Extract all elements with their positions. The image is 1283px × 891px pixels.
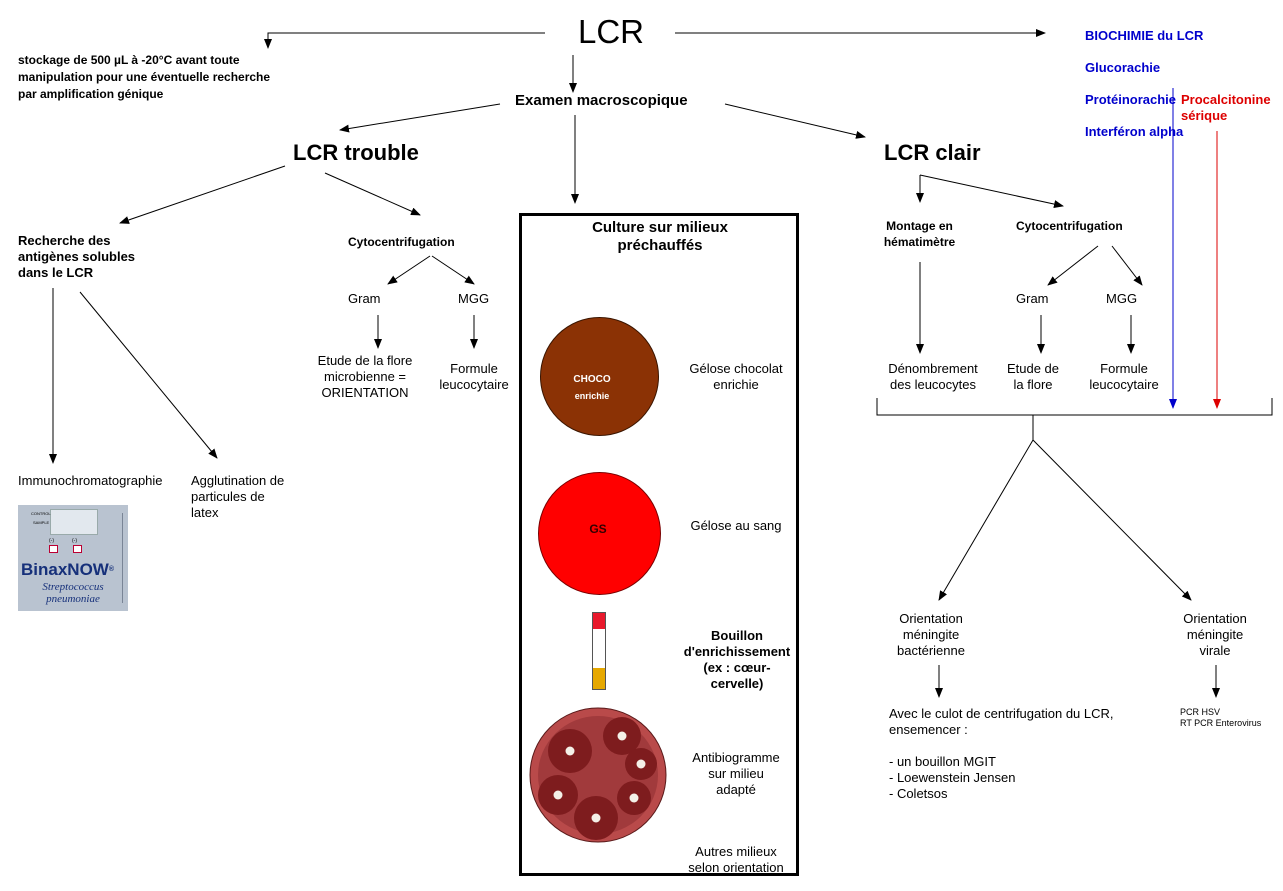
bouillon: Bouillon d'enrichissement (ex : cœur- ce… [683, 628, 791, 691]
binax-brand-row: BinaxNOW® [21, 560, 114, 579]
flore-trouble: Etude de la flore microbienne = ORIENTAT… [317, 353, 413, 400]
culot-instructions: Avec le culot de centrifugation du LCR, … [889, 706, 1114, 801]
bracket [876, 398, 1273, 416]
culture-title: Culture sur milieux préchauffés [592, 219, 728, 254]
binaxnow-test-image: CONTROL SAMPLE (-) (-) BinaxNOW® Strepto… [18, 505, 128, 611]
choco-label: CHOCO [573, 374, 611, 385]
immuno: Immunochromatographie [18, 473, 163, 488]
mgg-trouble: MGG [458, 291, 490, 306]
binax-well-right [73, 545, 82, 553]
arrow-to-cyto-clair [919, 174, 1064, 209]
arrow-to-mgg-trouble [431, 255, 475, 285]
pcr-tests: PCR HSV RT PCR Enterovirus [1180, 707, 1262, 728]
macro-exam: Examen macroscopique [515, 92, 688, 109]
flore-clair: Etude de la flore [1006, 361, 1060, 392]
title-clair: LCR clair [884, 140, 981, 165]
procalcitonine: Procalcitonine sérique [1181, 92, 1271, 123]
denombrement: Dénombrement des leucocytes [888, 361, 978, 392]
broth-tube-liquid [593, 668, 605, 689]
broth-tube-cap [593, 613, 605, 629]
arrow-to-gram-trouble [387, 255, 431, 285]
arrow-to-clair [724, 103, 866, 139]
autres: Autres milieux selon orientation [688, 844, 784, 875]
gs-plate [538, 472, 661, 595]
arrow-to-gram-clair [1047, 245, 1099, 286]
title-trouble: LCR trouble [293, 140, 419, 165]
arrow-to-storage [264, 32, 545, 49]
binax-sample-label: SAMPLE [33, 520, 50, 525]
choco-plate [540, 317, 659, 436]
gram-trouble: Gram [348, 291, 381, 306]
choco-desc: Gélose chocolat enrichie [689, 361, 783, 392]
culture-box [519, 213, 799, 876]
binax-registered-mark: ® [108, 566, 115, 573]
antibiogram-plate [529, 707, 667, 843]
cyto-trouble: Cytocentrifugation [348, 235, 455, 249]
formule-clair: Formule leucocytaire [1089, 361, 1159, 392]
bacterial-orientation: Orientation méningite bactérienne [897, 611, 965, 658]
binax-control-label: CONTROL [31, 511, 51, 516]
binax-well-plus-label: (-) [72, 538, 77, 544]
arrow-to-viral [1032, 439, 1192, 601]
biochem-line: BIOCHIMIE du LCR [1085, 28, 1204, 43]
binax-species: Streptococcus pneumoniae [42, 581, 104, 605]
binax-well-minus-label: (-) [49, 538, 54, 544]
biochem-line: Glucorachie [1085, 60, 1161, 75]
storage-note: stockage de 500 µL à -20°C avant toute m… [18, 53, 271, 101]
arrow-to-bacterial [938, 439, 1034, 601]
arrow-to-latex [79, 291, 218, 459]
binax-brand: BinaxNOW [21, 560, 109, 579]
formule-trouble: Formule leucocytaire [439, 361, 509, 392]
biochem-line: Interféron alpha [1085, 124, 1184, 139]
viral-orientation: Orientation méningite virale [1183, 611, 1247, 658]
binax-window [50, 509, 98, 535]
broth-tube [592, 612, 606, 690]
arrow-to-cyto-trouble [324, 172, 421, 216]
latex: Agglutination de particules de latex [191, 473, 285, 520]
antibio: Antibiogramme sur milieu adapté [692, 750, 780, 797]
montage: Montage en hématimètre [883, 219, 956, 249]
choco-sub: enrichie [574, 391, 610, 401]
biochem-line: Protéinorachie [1085, 92, 1177, 107]
antigens: Recherche des antigènes solubles dans le… [18, 233, 136, 280]
arrow-to-mgg-clair [1111, 245, 1143, 286]
arrow-to-antigens [119, 165, 286, 224]
gs-label: GS [589, 522, 607, 536]
cyto-clair: Cytocentrifugation [1016, 219, 1123, 233]
biochem-block: BIOCHIMIE du LCR Glucorachie Protéinorac… [1085, 12, 1203, 156]
mgg-clair: MGG [1106, 291, 1138, 306]
title-lcr: LCR [578, 13, 645, 50]
gs-desc: Gélose au sang [690, 518, 782, 533]
binax-well-left [49, 545, 58, 553]
binax-edge-line [122, 513, 123, 603]
gram-clair: Gram [1016, 291, 1049, 306]
arrow-to-trouble [339, 103, 501, 133]
